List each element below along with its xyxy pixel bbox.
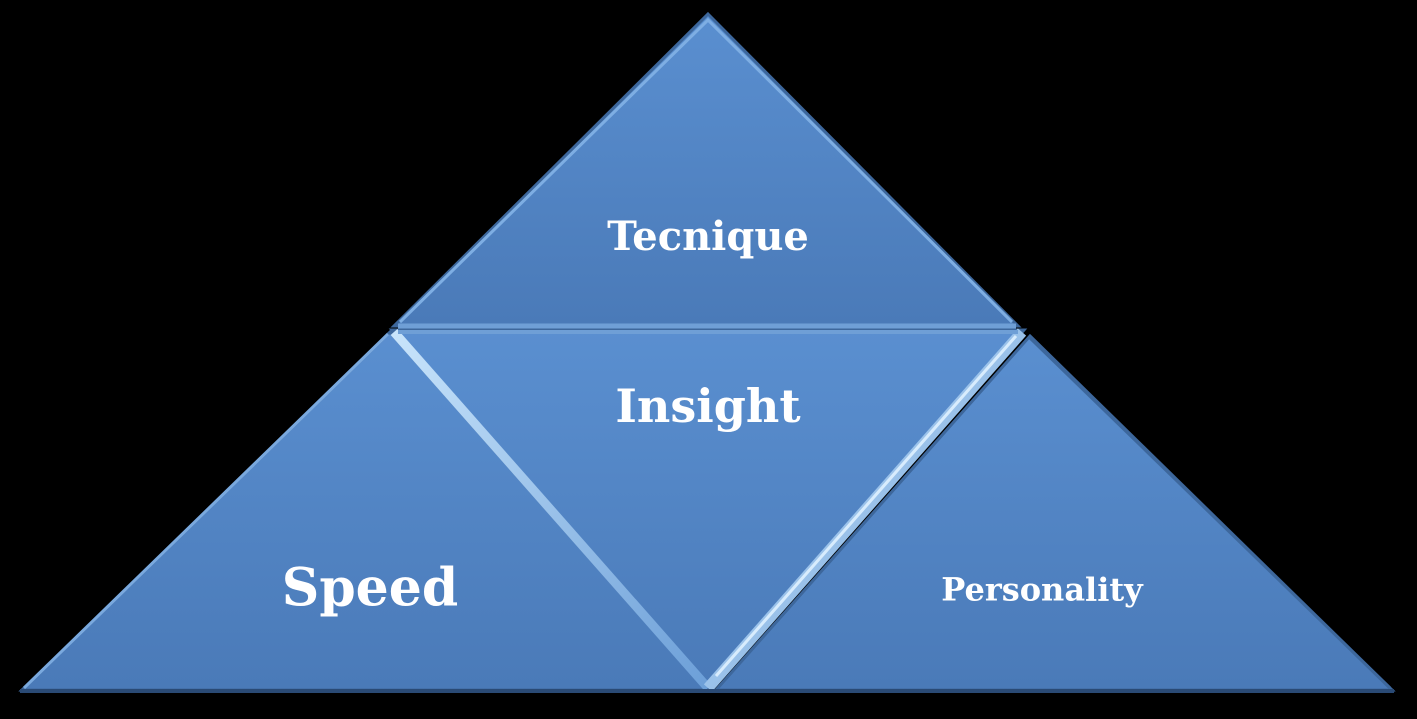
segment-middle-right-bevel-shine: [714, 335, 1018, 677]
segment-top: Tecnique: [390, 11, 1022, 329]
segment-middle-right-bevel: [703, 328, 1027, 692]
segment-right-outer-edge: [1028, 336, 1392, 690]
segment-top-shape: [390, 11, 1022, 328]
segment-middle-left-bevel: [390, 329, 712, 691]
segment-top-bevel: [398, 17, 1014, 324]
segment-right: Personality: [712, 333, 1396, 692]
segment-right-label: Personality: [941, 571, 1144, 609]
segment-middle: Insight: [388, 328, 1028, 693]
segment-left-label: Speed: [282, 558, 458, 619]
segment-top-label: Tecnique: [607, 213, 809, 260]
segment-left-outer-edge: [22, 332, 390, 690]
segment-middle-label: Insight: [615, 379, 801, 433]
